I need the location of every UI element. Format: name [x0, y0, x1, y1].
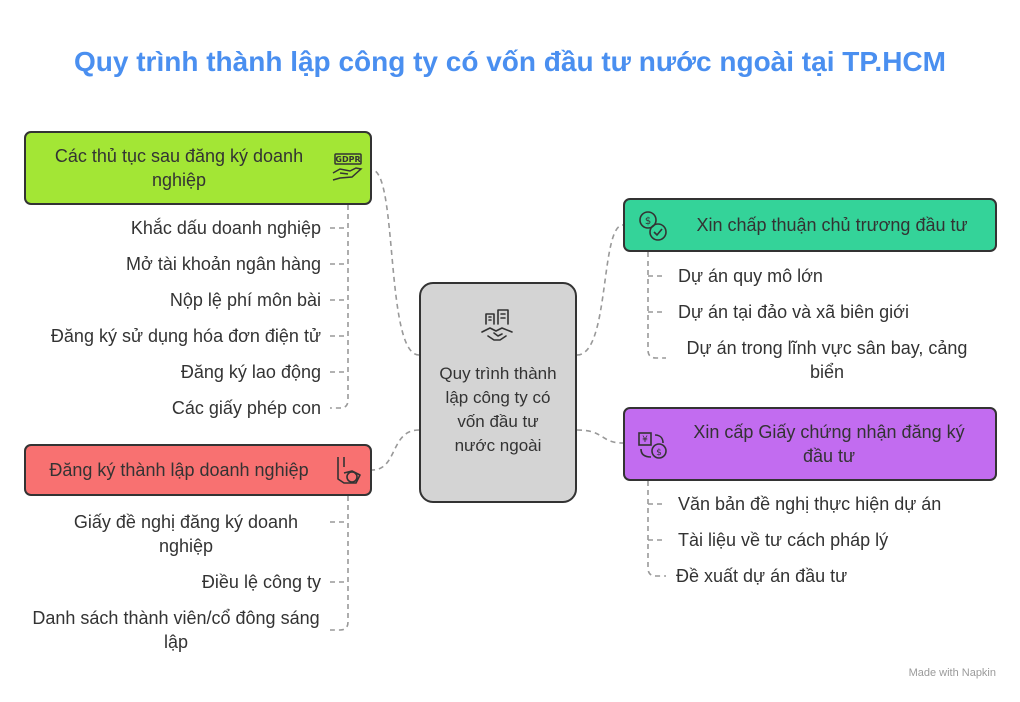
connector-red-spine — [330, 496, 349, 631]
business-registration-item: Danh sách thành viên/cổ đông sáng lập — [32, 608, 320, 652]
investment-approval-item: Dự án trong lĩnh vực sân bay, cảng biển — [686, 338, 968, 382]
svg-text:¥: ¥ — [642, 435, 648, 445]
post-registration-item: Khắc dấu doanh nghiệp — [130, 218, 321, 238]
branch-post-registration-label: Các thủ tục sau đăng ký doanh nghiệp — [54, 146, 304, 190]
connector-center-investment-approval — [576, 224, 624, 356]
investment-certificate-item: Tài liệu về tư cách pháp lý — [678, 530, 889, 550]
post-registration-item: Đăng ký lao động — [180, 362, 321, 382]
branch-post-registration: Các thủ tục sau đăng ký doanh nghiệp GDP… — [24, 131, 372, 205]
connector-purple-spine — [647, 481, 666, 577]
investment-approval-item: Dự án tại đảo và xã biên giới — [678, 302, 909, 322]
document-hand-icon — [337, 457, 361, 484]
branch-investment-certificate: ¥ $ Xin cấp Giấy chứng nhận đăng ký đầu … — [623, 407, 997, 481]
business-registration-item: Điều lệ công ty — [201, 572, 321, 592]
connector-teal-spine — [647, 252, 666, 359]
svg-text:$: $ — [656, 448, 662, 458]
branch-investment-approval: $ Xin chấp thuận chủ trương đầu tư — [623, 198, 997, 252]
svg-text:$: $ — [645, 216, 651, 227]
watermark: Made with Napkin — [908, 667, 996, 679]
branch-investment-certificate-label: Xin cấp Giấy chứng nhận đăng ký đầu tư — [693, 422, 965, 466]
diagram-title: Quy trình thành lập công ty có vốn đầu t… — [74, 46, 946, 77]
branch-business-registration-label: Đăng ký thành lập doanh nghiệp — [49, 460, 309, 480]
connector-green-spine — [330, 205, 349, 409]
connector-center-post-registration — [371, 169, 420, 356]
post-registration-item: Các giấy phép con — [171, 398, 321, 418]
branch-investment-approval-label: Xin chấp thuận chủ trương đầu tư — [696, 215, 968, 235]
svg-text:GDPR: GDPR — [335, 155, 360, 164]
connector-center-business-registration — [371, 429, 420, 471]
post-registration-item: Đăng ký sử dụng hóa đơn điện tử — [50, 326, 321, 346]
handshake-building-icon — [481, 309, 513, 341]
center-label: Quy trình thành lập công ty có vốn đầu t… — [439, 364, 557, 455]
business-registration-item: Giấy đề nghị đăng ký doanh nghiệp — [73, 512, 299, 556]
investment-approval-item: Dự án quy mô lớn — [678, 266, 823, 286]
post-registration-item: Nộp lệ phí môn bài — [169, 290, 321, 310]
money-exchange-icon: ¥ $ — [638, 432, 667, 459]
post-registration-item: Mở tài khoản ngân hàng — [126, 254, 321, 274]
connector-center-investment-certificate — [576, 429, 624, 444]
money-check-icon: $ — [639, 211, 667, 241]
branch-business-registration: Đăng ký thành lập doanh nghiệp — [24, 444, 372, 496]
investment-certificate-item: Văn bản đề nghị thực hiện dự án — [678, 494, 942, 514]
gdpr-hand-icon: GDPR — [332, 153, 363, 181]
center-node: Quy trình thành lập công ty có vốn đầu t… — [419, 282, 577, 503]
investment-certificate-item: Đề xuất dự án đầu tư — [676, 566, 848, 586]
